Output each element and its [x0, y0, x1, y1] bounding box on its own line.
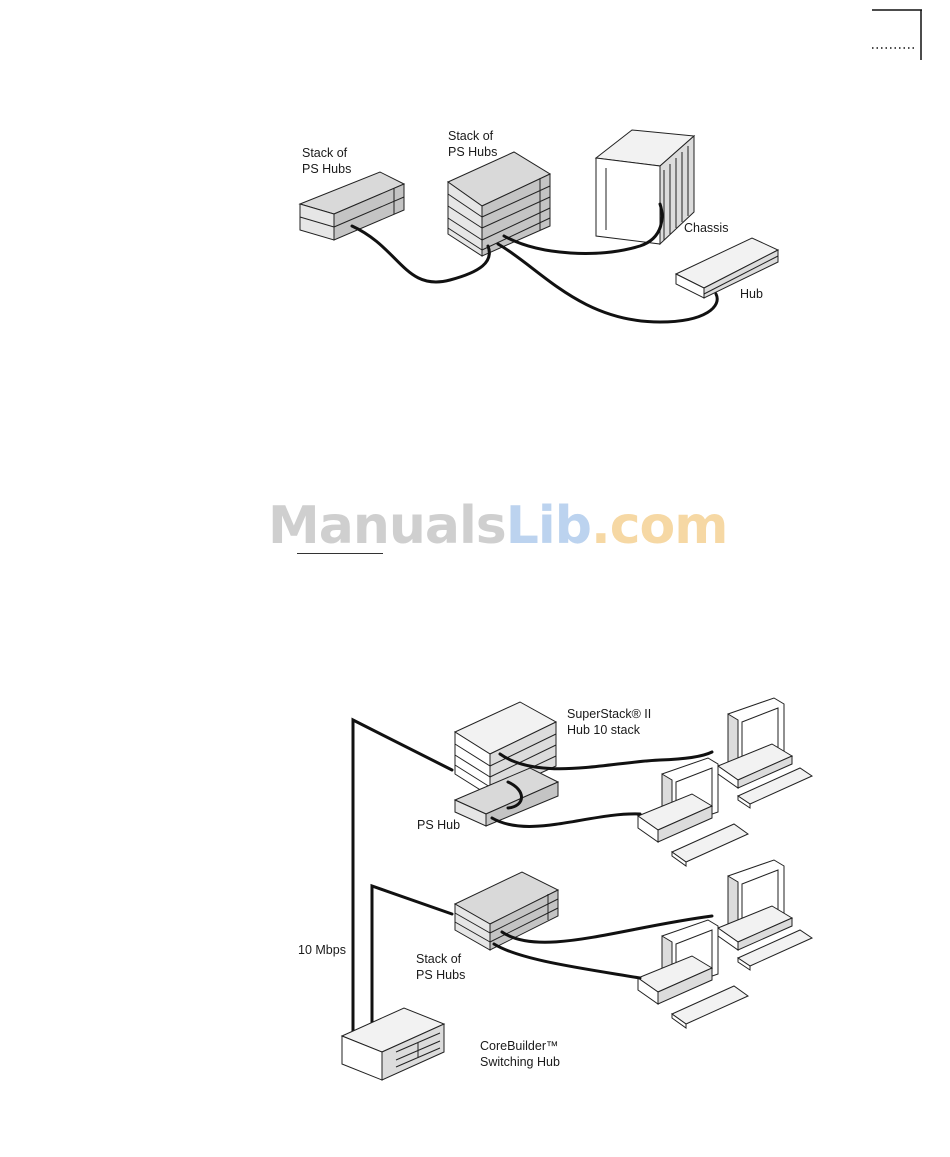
cable-ps-hub-to-ws2	[492, 814, 640, 827]
watermark-part-2: Lib	[506, 496, 591, 556]
watermark-underline	[297, 553, 383, 554]
label-hub: Hub	[740, 286, 763, 302]
top-center-ps-hub-stack	[448, 152, 550, 256]
manualslib-watermark: ManualsLib.com	[268, 496, 727, 556]
chassis-device	[596, 130, 694, 244]
label-chassis: Chassis	[684, 220, 728, 236]
bottom-ps-hub-stack	[455, 872, 558, 950]
label-top-center-stack: Stack of PS Hubs	[448, 128, 497, 160]
page-corner-mark	[872, 10, 922, 60]
label-corebuilder: CoreBuilder™ Switching Hub	[480, 1038, 560, 1070]
label-speed: 10 Mbps	[298, 942, 346, 958]
cable-stack-to-ws4	[494, 944, 640, 978]
label-top-left-stack: Stack of PS Hubs	[302, 145, 351, 177]
label-superstack: SuperStack® II Hub 10 stack	[567, 706, 651, 738]
watermark-part-1: Manuals	[268, 496, 506, 556]
watermark-part-3: .com	[591, 496, 728, 556]
workstation-1	[718, 698, 812, 808]
corebuilder-switching-hub	[342, 1008, 444, 1080]
workstation-3	[718, 860, 812, 970]
backbone-to-superstack	[353, 720, 452, 1032]
label-ps-hub: PS Hub	[417, 817, 460, 833]
top-left-ps-hub-stack	[300, 172, 404, 240]
label-bottom-stack: Stack of PS Hubs	[416, 951, 465, 983]
